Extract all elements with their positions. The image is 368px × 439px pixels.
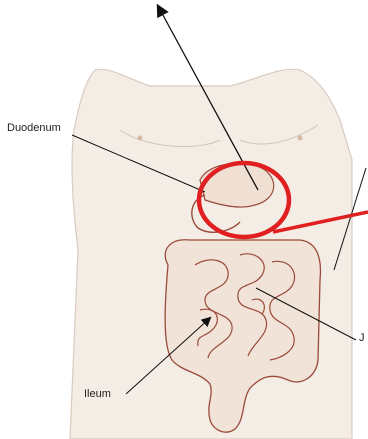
jejunum-label-partial: J xyxy=(359,333,365,344)
ileum-label: Ileum xyxy=(84,389,111,400)
nipple xyxy=(298,136,303,141)
nipple xyxy=(138,136,143,141)
duodenum-label: Duodenum xyxy=(7,123,61,134)
stomach xyxy=(200,163,274,207)
